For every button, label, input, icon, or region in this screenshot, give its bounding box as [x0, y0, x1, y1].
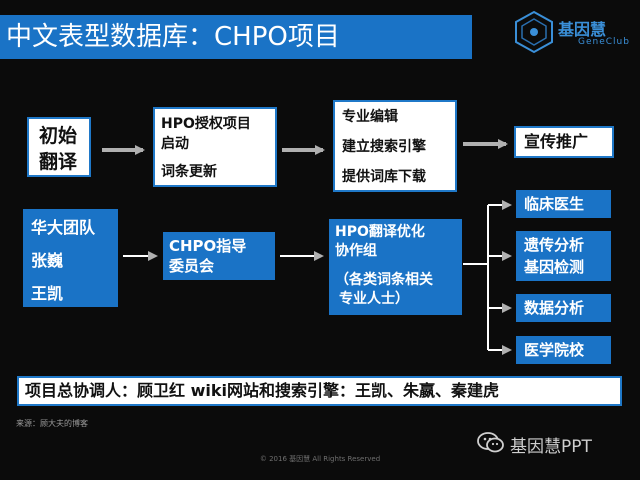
box-line: 提供词库下载 [342, 169, 426, 185]
source-note: 来源：顾大夫的博客 [16, 419, 88, 428]
box-line: 建立搜索引擎 [342, 139, 426, 155]
wechat-label: 基因慧PPT [510, 437, 592, 457]
wechat-icon [477, 432, 504, 453]
box-line: 协作组 [335, 243, 377, 259]
box-line: 王凯 [31, 284, 64, 303]
box-target-genetics: 遗传分析 基因检测 [516, 231, 611, 281]
box-target-clinician: 临床医生 [516, 190, 611, 218]
logo-text-en: GeneClub [578, 37, 630, 47]
box-line: 专业人士） [339, 291, 409, 307]
coordinator-bar: 项目总协调人：顾卫红 wiki网站和搜索引擎：王凯、朱嬴、秦建虎 [17, 376, 622, 406]
box-line: 基因检测 [524, 258, 585, 276]
box-line: 遗传分析 [524, 236, 585, 254]
box-line: 专业编辑 [342, 109, 398, 125]
box-line: HPO授权项目 [161, 116, 251, 132]
box-line: 翻译 [39, 151, 78, 173]
box-editing: 专业编辑 建立搜索引擎 提供词库下载 [333, 100, 457, 192]
box-line: 华大团队 [31, 218, 96, 237]
box-line: 张巍 [31, 251, 64, 270]
box-line: 初始 [39, 125, 78, 147]
box-line: 委员会 [169, 257, 215, 275]
logo-text-cn: 基因慧 [558, 20, 607, 39]
box-line: 启动 [161, 136, 189, 152]
box-promotion: 宣传推广 [514, 126, 614, 158]
box-line: CHPO指导 [169, 237, 247, 255]
geneclub-logo: 基因慧 GeneClub [512, 10, 640, 54]
box-chpo-committee: CHPO指导 委员会 [163, 232, 275, 280]
box-team: 华大团队 张巍 王凯 [23, 209, 118, 307]
wechat-badge: 基因慧PPT [476, 430, 626, 458]
box-line: （各类词条相关 [335, 272, 433, 288]
box-target-medical-school: 医学院校 [516, 336, 611, 364]
box-initial-translation: 初始 翻译 [27, 117, 91, 177]
box-hpo-license: HPO授权项目 启动 词条更新 [153, 107, 277, 187]
page-title: 中文表型数据库：CHPO项目 [0, 15, 472, 59]
hexagon-logo-icon [515, 10, 553, 54]
copyright: © 2016 基因慧 All Rights Reserved [259, 455, 381, 463]
box-line: 词条更新 [161, 164, 217, 180]
box-target-data: 数据分析 [516, 294, 611, 322]
box-line: HPO翻译优化 [335, 224, 425, 240]
box-translation-optimization: HPO翻译优化 协作组 （各类词条相关 专业人士） [329, 219, 462, 315]
